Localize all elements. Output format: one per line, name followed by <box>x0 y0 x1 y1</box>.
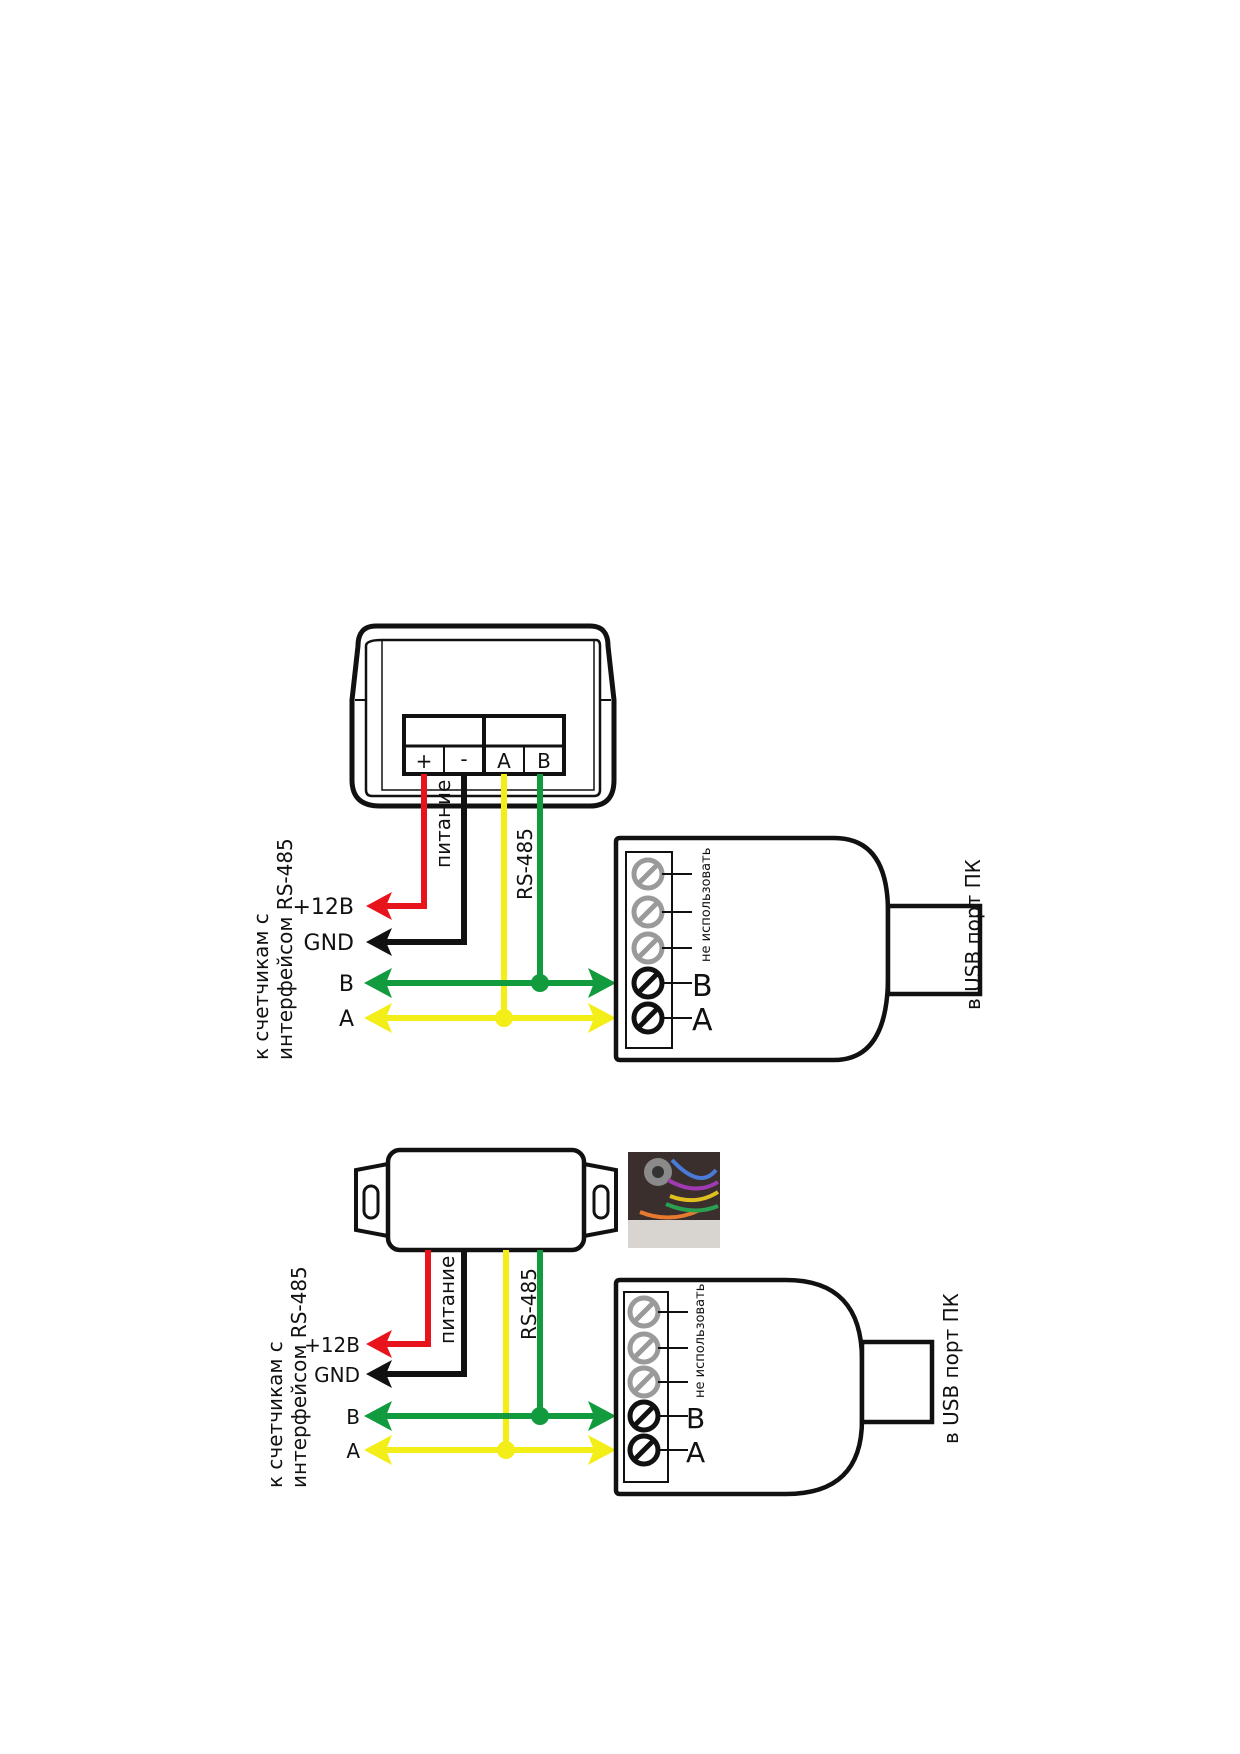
arrow-gnd <box>366 928 392 956</box>
meters-label-line2-2: интерфейсом RS-485 <box>287 1266 311 1488</box>
arrow-gnd-2 <box>366 1360 392 1388</box>
adapter-b-label-2: B <box>686 1402 705 1435</box>
junction-b <box>531 974 549 992</box>
screw-terminals <box>631 857 692 1035</box>
power-supply-module-2 <box>354 1147 618 1253</box>
arrow-plus-12v <box>366 892 392 920</box>
unused-terminals-label: не использовать <box>699 848 714 962</box>
output-a-label: A <box>339 1007 354 1032</box>
meters-label-line2: интерфейсом RS-485 <box>273 838 297 1060</box>
wires-2 <box>364 1250 616 1465</box>
meters-label-line1: к счетчикам с <box>249 913 273 1060</box>
adapter-a-label: A <box>692 1003 713 1038</box>
arrow-b-left <box>364 968 392 998</box>
device-photo-thumbnail <box>628 1152 720 1248</box>
wire-gnd-2 <box>386 1250 467 1377</box>
adapter-a-label-2: A <box>686 1436 705 1469</box>
meters-label-line1-2: к счетчикам с <box>263 1341 287 1488</box>
arrow-a-right-2 <box>588 1435 616 1465</box>
output-gnd-label-2: GND <box>314 1363 360 1387</box>
wires <box>364 774 616 1033</box>
mount-slot-left <box>362 1184 380 1220</box>
wire-plus-12v-2 <box>386 1250 431 1347</box>
terminal-a-label: A <box>497 749 511 773</box>
output-plus-12v-label: +12В <box>292 895 354 920</box>
mount-slot-right <box>592 1184 610 1220</box>
output-b-label: B <box>339 972 354 997</box>
junction-b-2 <box>531 1407 549 1425</box>
arrow-b-right <box>588 968 616 998</box>
adapter-b-label: B <box>692 969 713 1004</box>
usb-adapter: не использовать B A <box>613 835 983 1063</box>
junction-a-2 <box>497 1441 515 1459</box>
arrow-plus-12v-2 <box>366 1330 392 1358</box>
terminal-minus-label: - <box>460 747 467 771</box>
arrow-a-right <box>588 1003 616 1033</box>
arrow-a-left <box>364 1003 392 1033</box>
arrow-b-right-2 <box>588 1401 616 1431</box>
bus-label-2: RS-485 <box>517 1268 541 1340</box>
usb-adapter-2: не использовать B A <box>613 1277 935 1497</box>
output-b-label-2: B <box>346 1405 360 1429</box>
junction-a <box>495 1009 513 1027</box>
wire-plus-12v <box>386 774 427 909</box>
unused-terminals-label-2: не использовать <box>693 1284 708 1398</box>
terminal-plus-label: + <box>416 749 433 773</box>
output-gnd-label: GND <box>304 931 354 956</box>
diagram-2: питание RS-485 к счетчикам с интерфейсом… <box>263 1147 963 1497</box>
bus-label: RS-485 <box>513 828 537 900</box>
wire-gnd <box>386 774 467 945</box>
arrow-b-left-2 <box>364 1401 392 1431</box>
output-a-label-2: A <box>346 1439 360 1463</box>
usb-port-label-2: в USB порт ПК <box>939 1293 963 1444</box>
screw-terminals-2 <box>627 1295 688 1467</box>
usb-port-label: в USB порт ПК <box>961 859 985 1010</box>
power-label: питание <box>431 780 455 868</box>
output-plus-12v-label-2: +12В <box>304 1333 360 1357</box>
power-label-2: питание <box>435 1256 459 1344</box>
power-supply-module: + - A B <box>349 623 617 809</box>
diagram-1: + - A B питание RS-485 к счетчикам с инт… <box>249 623 985 1063</box>
arrow-a-left-2 <box>364 1435 392 1465</box>
terminal-b-label: B <box>537 749 551 773</box>
